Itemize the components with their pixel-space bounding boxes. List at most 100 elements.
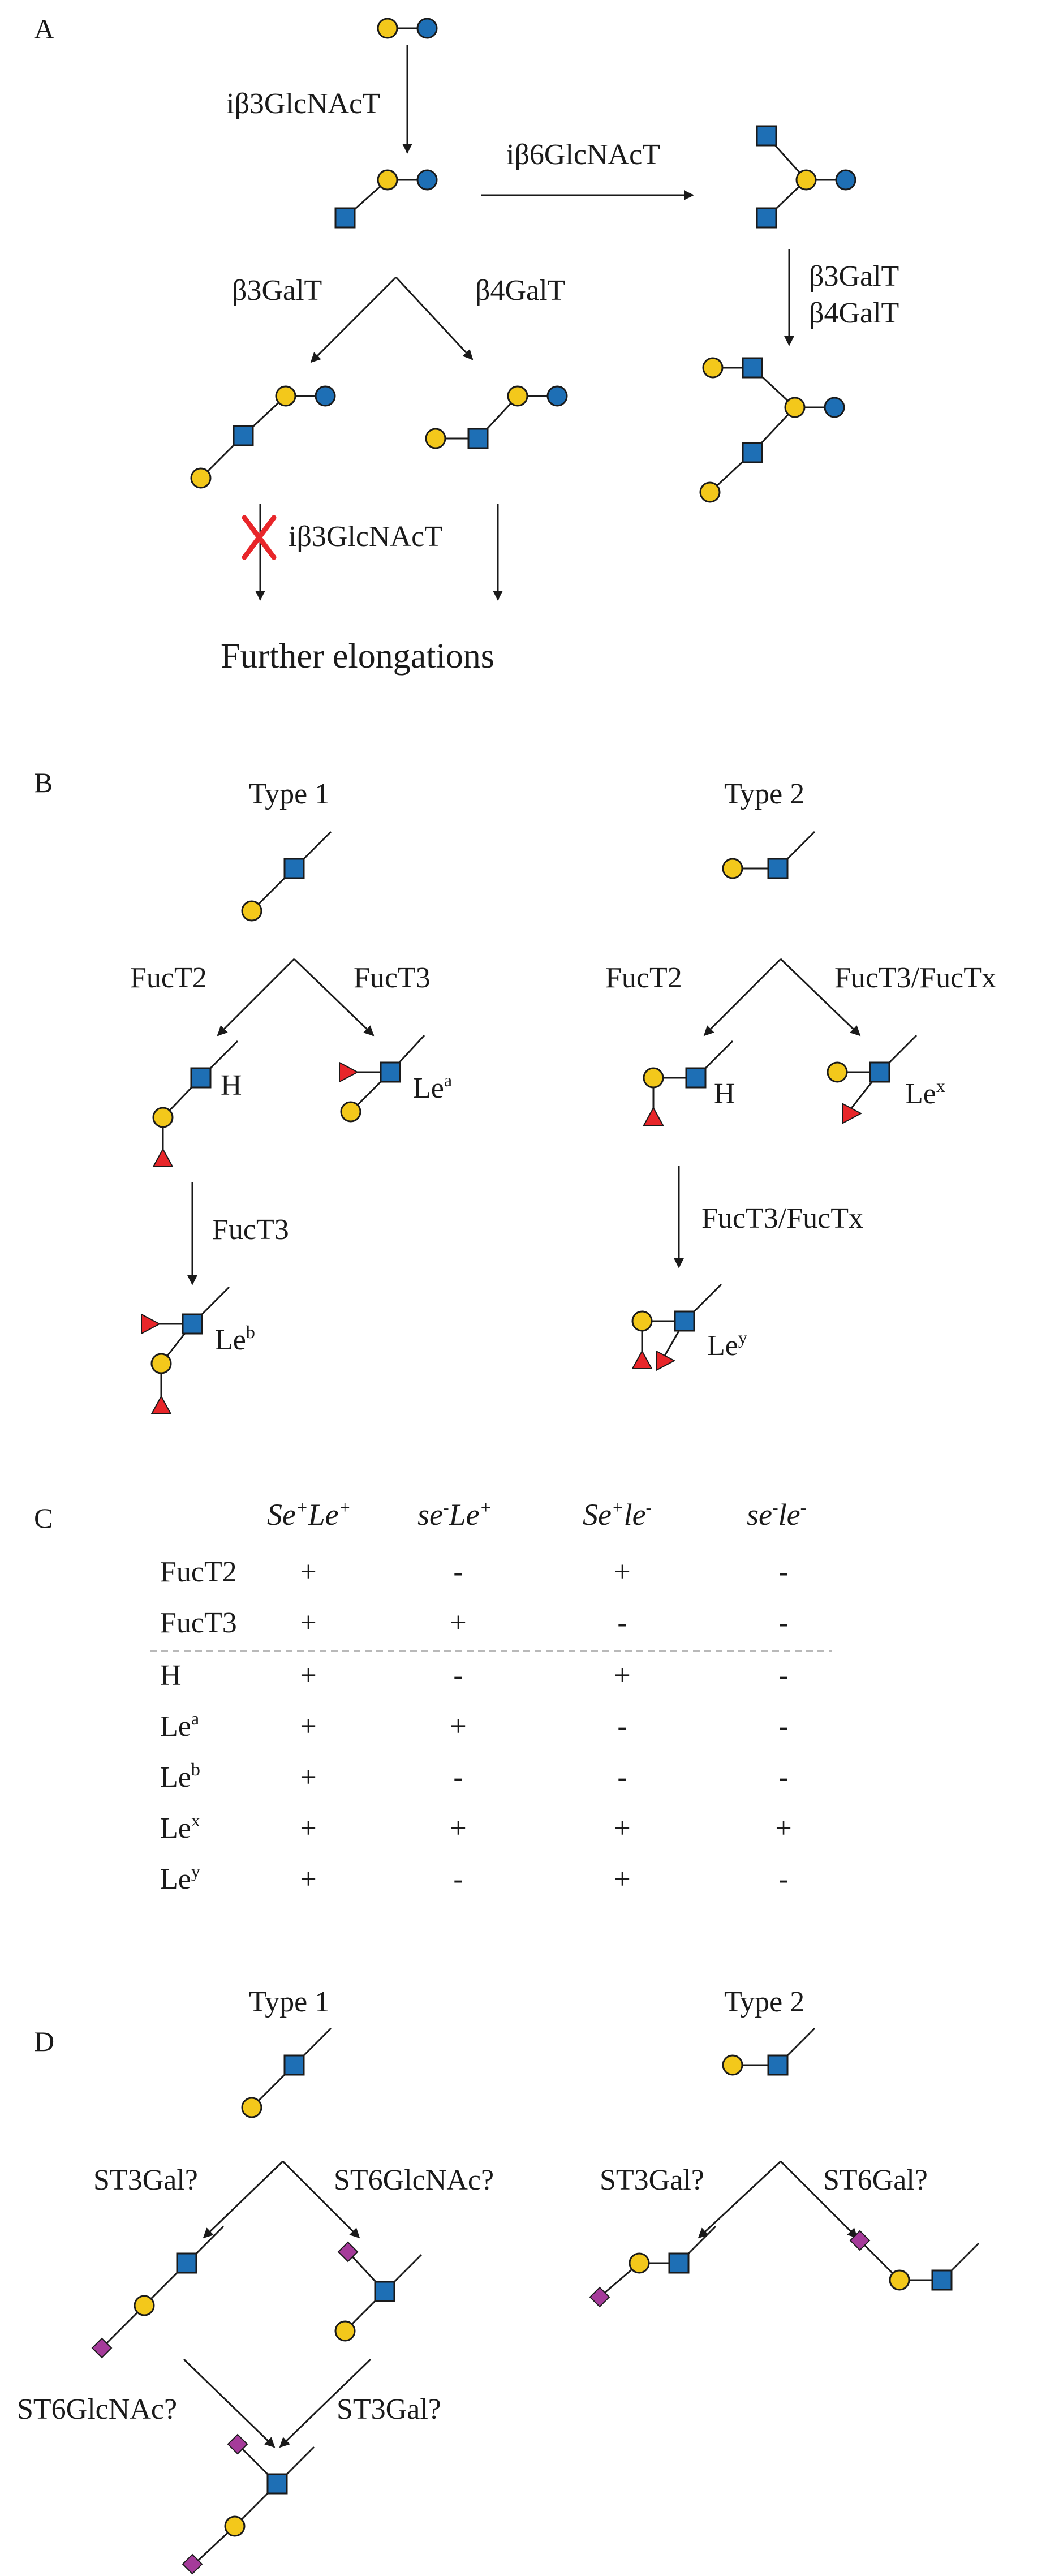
row-label: Lex (160, 1810, 200, 1844)
panel-c: C Se+Le+ se-Le+ Se+le- se-le- FucT2 + - … (34, 1497, 832, 1895)
enzyme-label-fuct2-right: FucT2 (605, 962, 682, 994)
panel-b: B Type 1 Type 2 FucT2 FucT3 FucT2 (34, 767, 996, 1414)
enzyme-label-fuct3x-right: FucT3/FucTx (834, 962, 996, 994)
enzyme-label-st6gal-right: ST6Gal? (823, 2164, 928, 2196)
enzyme-label-b4galt: β4GalT (475, 274, 565, 307)
label-ley: Ley (707, 1327, 747, 1362)
glycan-lex (827, 1034, 918, 1124)
fork-type2-d (698, 2160, 858, 2239)
table-cell: + (450, 1710, 466, 1743)
enzyme-label-st3gal-bottom: ST3Gal? (337, 2393, 441, 2426)
panel-d: Type 1 Type 2 D ST3Gal? ST6GlcNAc? ST3 (17, 1986, 980, 2574)
table-cell: + (450, 1812, 466, 1844)
label-leb: Leb (215, 1322, 255, 1356)
panel-c-letter: C (34, 1502, 53, 1534)
table-cell: - (453, 1863, 463, 1895)
table-cell: + (450, 1607, 466, 1639)
enzyme-label-st6glcnac-bottom: ST6GlcNAc? (17, 2393, 177, 2426)
table-cell: + (775, 1812, 791, 1844)
table-cell: - (453, 1659, 463, 1692)
row-label: FucT2 (160, 1556, 237, 1588)
label-lea-base: Le (413, 1072, 444, 1104)
glycan-lea (339, 1034, 425, 1123)
label-ley-base: Le (707, 1330, 738, 1362)
table-row: FucT2 + - + - (160, 1556, 789, 1588)
table-cell: + (614, 1863, 630, 1895)
table-cell: - (778, 1863, 788, 1895)
table-row: Ley + - + - (160, 1861, 789, 1895)
column-header: se-Le+ (417, 1497, 492, 1532)
glycan-ley (631, 1283, 722, 1371)
table-cell: + (300, 1607, 316, 1639)
table-cell: + (614, 1812, 630, 1844)
enzyme-label-fuct3-left: FucT3 (354, 962, 431, 994)
table-row: FucT3 + + - - (160, 1607, 789, 1639)
row-label: FucT3 (160, 1607, 237, 1639)
label-lex-base: Le (905, 1078, 936, 1110)
label-h-left: H (221, 1069, 242, 1102)
glycan-h-type2 (643, 1040, 734, 1126)
enzyme-label-blocked: iβ3GlcNAcT (289, 521, 442, 553)
table-row: Lex + + + + (160, 1810, 792, 1844)
blocked-mark-icon (242, 515, 277, 560)
table-cell: - (778, 1659, 788, 1692)
enzyme-label-fuct3-down: FucT3 (212, 1214, 289, 1246)
glycan-sialyl-type1-gal (92, 2225, 225, 2358)
converging-arrows (183, 2358, 372, 2448)
glycan-type1-precursor (241, 831, 332, 922)
glycan-branched-elongated (699, 357, 845, 503)
glycan-lactose (377, 18, 438, 39)
enzyme-label-ib3glcnact: iβ3GlcNAcT (226, 88, 380, 120)
table-cell: + (300, 1556, 316, 1588)
glycan-sialyl-type1-glcnac (334, 2242, 423, 2342)
table-cell: + (614, 1659, 630, 1692)
table-cell: - (778, 1710, 788, 1743)
table-cell: + (614, 1556, 630, 1588)
row-label: Lea (160, 1708, 199, 1743)
enzyme-label-fuct2-left: FucT2 (130, 962, 207, 994)
fork-galt (310, 276, 474, 363)
table-cell: - (778, 1607, 788, 1639)
label-leb-base: Le (215, 1324, 246, 1356)
table-row: H + - + - (160, 1659, 789, 1692)
glycan-type2-precursor-d (722, 2027, 816, 2076)
table-cell: - (617, 1761, 627, 1794)
table-cell: - (778, 1556, 788, 1588)
glycan-h-type1 (152, 1040, 239, 1167)
glycan-leb (141, 1286, 230, 1414)
fork-type1 (217, 958, 375, 1037)
glycan-sialyl-type2-a26 (850, 2230, 980, 2291)
enzyme-label-b4galt-stack: β4GalT (809, 297, 899, 329)
panel-a-letter: A (34, 13, 54, 45)
enzyme-label-st3gal-right: ST3Gal? (600, 2164, 704, 2196)
fork-type1-d (203, 2160, 360, 2239)
row-label: H (160, 1659, 182, 1692)
label-lea: Lea (413, 1070, 452, 1104)
glycan-lnnt (425, 385, 568, 449)
label-leb-sup: b (246, 1322, 255, 1342)
enzyme-label-st3gal-left: ST3Gal? (93, 2164, 198, 2196)
table-cell: + (300, 1761, 316, 1794)
label-lea-sup: a (444, 1070, 452, 1090)
glycan-branched (756, 125, 856, 229)
table-body: FucT2 + - + - FucT3 + + - - H + - + - (150, 1556, 832, 1895)
table-cell: - (778, 1761, 788, 1794)
table-cell: - (617, 1607, 627, 1639)
table-cell: + (300, 1659, 316, 1692)
label-lex: Lex (905, 1076, 945, 1110)
table-cell: - (453, 1761, 463, 1794)
enzyme-label-st6glcnac-left: ST6GlcNAc? (334, 2164, 494, 2196)
panel-b-type2-title: Type 2 (724, 778, 804, 810)
table-cell: + (300, 1812, 316, 1844)
row-label: Leb (160, 1759, 200, 1794)
panel-d-title-type1: Type 1 (249, 1986, 329, 2018)
enzyme-label-ib6glcnact: iβ6GlcNAcT (506, 139, 660, 171)
result-further-elongations: Further elongations (221, 637, 494, 676)
enzyme-label-b3galt-stack: β3GalT (809, 260, 899, 293)
label-h-right: H (714, 1078, 735, 1110)
panel-d-letter: D (34, 2025, 54, 2057)
glycan-sialyl-type2-a23 (589, 2225, 717, 2307)
panel-a: A iβ3GlcNAcT iβ6GlcNAcT (34, 13, 899, 676)
table-cell: + (300, 1863, 316, 1895)
